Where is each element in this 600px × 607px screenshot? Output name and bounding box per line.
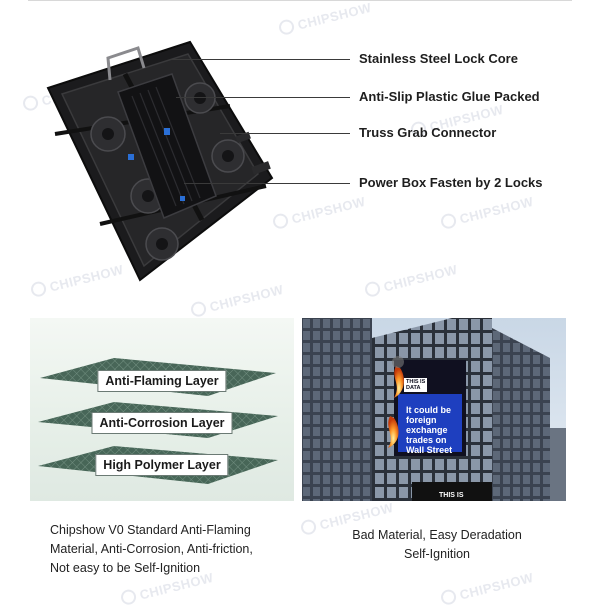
billboard-text: It could be foreign exchange trades on W… (406, 405, 452, 455)
module-hub (102, 128, 114, 140)
material-layers-image: Anti-Flaming Layer Anti-Corrosion Layer … (30, 318, 294, 501)
callout-truss-connector: Truss Grab Connector (359, 125, 497, 140)
caption-line: Not easy to be Self-Ignition (50, 561, 201, 575)
module-hub (156, 238, 168, 250)
building-far-right (550, 428, 566, 501)
caption-bad-material: Bad Material, Easy Deradation Self-Ignit… (322, 526, 552, 564)
burning-billboard-photo: THIS IS DATA It could be foreign exchang… (302, 318, 566, 501)
caption-line: Material, Anti-Corrosion, Anti-friction, (50, 542, 253, 556)
brand-watermark: CHIPSHOW (363, 261, 459, 299)
smoke (392, 356, 404, 368)
layer-label-high-polymer: High Polymer Layer (95, 454, 229, 476)
layer-label-anti-flaming: Anti-Flaming Layer (97, 370, 227, 392)
fire-flame (388, 416, 399, 448)
lock-accent (164, 128, 170, 135)
caption-line: Self-Ignition (403, 547, 470, 561)
callout-line (220, 133, 350, 134)
led-billboard-screen (398, 394, 462, 452)
brand-watermark: CHIPSHOW (439, 569, 535, 607)
caption-line: Chipshow V0 Standard Anti-Flaming (50, 523, 251, 537)
module-hub (222, 150, 234, 162)
callout-line (176, 97, 350, 98)
building-right (492, 328, 550, 501)
top-divider-line (28, 0, 572, 1)
carry-handle (106, 46, 146, 81)
brand-watermark: CHIPSHOW (189, 281, 285, 319)
callout-line (170, 59, 350, 60)
billboard-line: foreign (406, 415, 437, 425)
module-hub (142, 190, 154, 202)
truss-connector (235, 131, 251, 144)
callout-glue-packed: Anti-Slip Plastic Glue Packed (359, 89, 540, 104)
callout-line (184, 183, 350, 184)
module-hub (194, 92, 206, 104)
billboard-line: trades on (406, 435, 447, 445)
billboard-badge: THIS IS DATA (404, 378, 428, 392)
badge-line: DATA (406, 385, 421, 391)
caption-chipshow-material: Chipshow V0 Standard Anti-Flaming Materi… (50, 521, 300, 578)
lock-accent (128, 154, 134, 160)
brand-watermark: CHIPSHOW (271, 193, 367, 231)
lock-accent (180, 196, 185, 201)
brand-watermark: CHIPSHOW (439, 193, 535, 231)
brand-watermark: CHIPSHOW (277, 0, 373, 37)
billboard-line: It could be (406, 405, 451, 415)
caption-line: Bad Material, Easy Deradation (352, 528, 522, 542)
callout-lock-core: Stainless Steel Lock Core (359, 51, 518, 66)
billboard-line: Wall Street (406, 445, 453, 455)
layer-label-anti-corrosion: Anti-Corrosion Layer (91, 412, 233, 434)
billboard-line: exchange (406, 425, 448, 435)
badge-line: THIS IS (406, 379, 426, 385)
fire-flame (394, 366, 404, 398)
led-cabinet-back-image (46, 40, 274, 282)
power-box (117, 73, 217, 219)
street-banner: THIS IS (436, 491, 467, 500)
building-left (302, 318, 372, 501)
truss-connector (251, 161, 271, 175)
callout-power-box: Power Box Fasten by 2 Locks (359, 175, 543, 190)
